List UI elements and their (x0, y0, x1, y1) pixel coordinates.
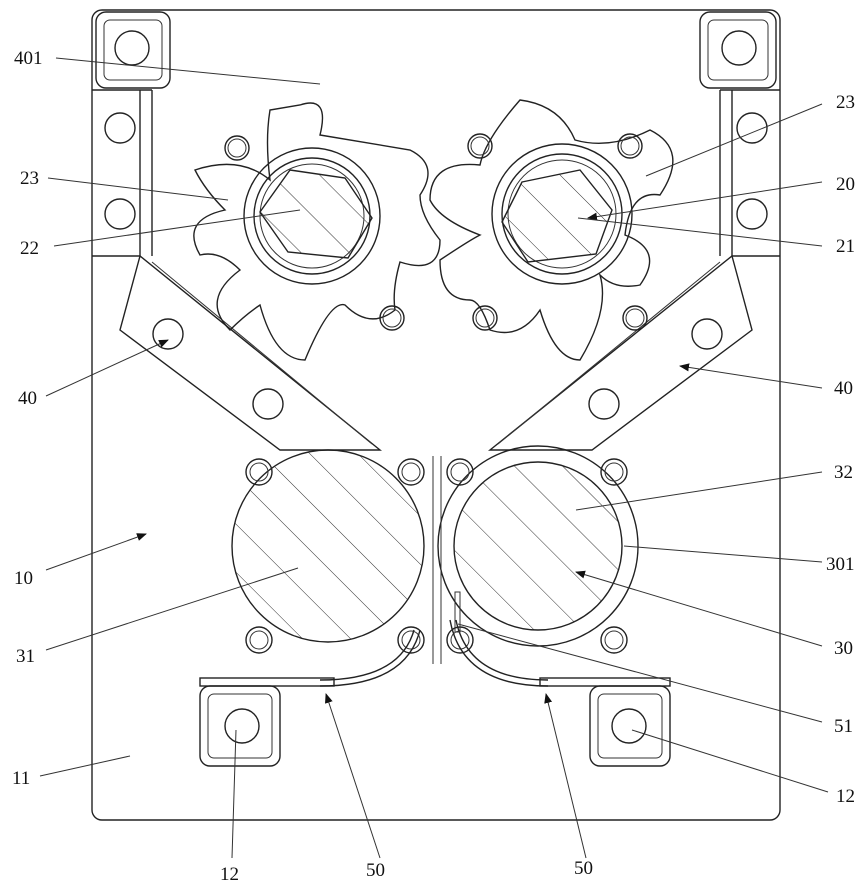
label-22: 22 (20, 238, 39, 259)
label-40-right: 40 (834, 378, 853, 399)
label-401: 401 (14, 48, 43, 69)
reference-numerals: 401 23 22 40 10 31 11 12 50 50 23 20 21 … (12, 48, 855, 885)
base-plate (91, 9, 781, 821)
star-wheel-right (429, 99, 674, 361)
label-11: 11 (12, 768, 30, 789)
label-12-right: 12 (836, 786, 855, 807)
label-30: 30 (834, 638, 853, 659)
star-wheel-left (193, 102, 441, 361)
pins-upper (224, 133, 648, 331)
label-10: 10 (14, 568, 33, 589)
leader-lines (39, 57, 829, 859)
guide-plate-left (119, 254, 382, 451)
label-20: 20 (836, 174, 855, 195)
label-21: 21 (836, 236, 855, 257)
label-23-right: 23 (836, 92, 855, 113)
label-50-right: 50 (574, 858, 593, 879)
corner-block-top-left (95, 11, 171, 89)
label-23-left: 23 (20, 168, 39, 189)
corner-block-bottom-right (589, 685, 671, 767)
guide-plate-right (488, 254, 753, 451)
corner-block-top-right (699, 11, 777, 89)
label-301: 301 (826, 554, 855, 575)
roller-left (231, 449, 425, 643)
label-32: 32 (834, 462, 853, 483)
label-40-left: 40 (18, 388, 37, 409)
side-rail-right (719, 89, 780, 257)
label-12-left: 12 (220, 864, 239, 885)
label-50-left: 50 (366, 860, 385, 881)
corner-block-bottom-left (199, 685, 281, 767)
side-rail-left (92, 89, 153, 257)
label-31: 31 (16, 646, 35, 667)
label-51: 51 (834, 716, 853, 737)
